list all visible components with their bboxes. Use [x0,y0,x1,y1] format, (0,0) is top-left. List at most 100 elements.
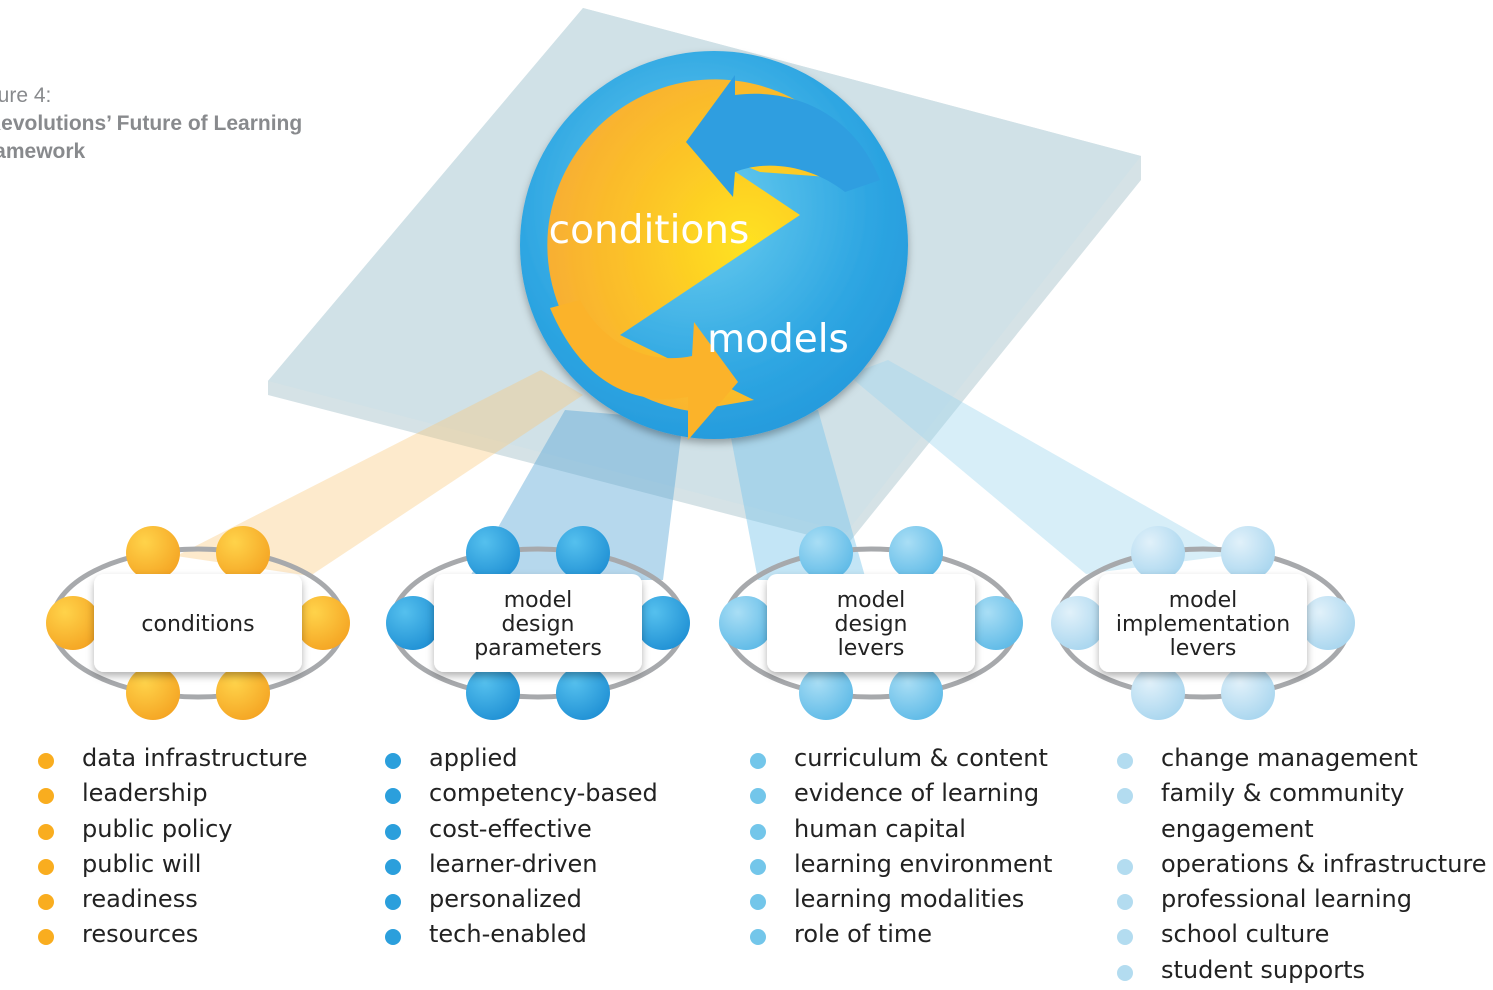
list-item-label: operations & infrastructure [1161,849,1487,878]
bullet-dot-icon [38,894,54,911]
group-node [296,596,350,650]
list-item: family & community engagement [1117,776,1487,847]
list-item-label: evidence of learning [794,779,1040,808]
bullet-dot-icon [385,894,401,911]
arrow-top-icon [686,75,880,197]
group-node [386,596,440,650]
bullet-dot-icon [750,823,766,840]
list-item-label: readiness [82,885,198,914]
group-node [556,526,610,580]
group-node [126,666,180,720]
bullet-dot-icon [1117,929,1133,946]
bullet-dot-icon [385,858,401,875]
group-node [1301,596,1355,650]
list-item: public will [38,847,308,882]
group-label-line: design [502,612,575,637]
list-item-label: competency-based [429,779,658,808]
list-item: leadership [38,776,308,811]
bullet-dot-icon [750,858,766,875]
list-item-label: curriculum & content [794,744,1048,772]
bullet-dot-icon [38,823,54,840]
group-node [1221,666,1275,720]
list-item: professional learning [1117,882,1487,917]
group-node [889,526,943,580]
list-item-label: family & community engagement [1161,779,1405,843]
bullet-dot-icon [1117,753,1133,769]
bullet-dot-icon [750,929,766,946]
list-item: readiness [38,882,308,917]
list-item: competency-based [385,776,658,811]
beam-conditions [176,370,583,576]
list-item: cost-effective [385,812,658,847]
list-item-label: learning modalities [794,885,1025,914]
group-node [889,666,943,720]
list-item-label: leadership [82,779,208,808]
list-item-label: cost-effective [429,814,592,843]
figure-caption: gure 4: Revolutions’ Future of Learning … [0,82,386,166]
list-item: evidence of learning [750,776,1052,811]
bullet-dot-icon [1117,858,1133,875]
group-node [636,596,690,650]
list-item-label: change management [1161,744,1418,772]
group-label-line: levers [1170,636,1237,661]
group-label-card [434,574,642,672]
bullet-dot-icon [750,894,766,911]
beam-design-parameters [468,410,683,580]
list-item-label: school culture [1161,920,1330,949]
design-parameters-list: applied competency-based cost-effective lea… [385,741,658,953]
list-item-label: tech-enabled [429,920,587,949]
design-levers-list: curriculum & content evidence of learning… [750,741,1052,953]
list-item: curriculum & content [750,741,1052,776]
figure-title-line-2: ramework [0,140,86,163]
group-node [1131,666,1185,720]
list-item: applied [385,741,658,776]
list-item-label: professional learning [1161,885,1412,914]
list-item-label: student supports [1161,955,1366,984]
list-item: learning environment [750,847,1052,882]
group-label-card [94,574,302,672]
bullet-dot-icon [1117,964,1133,981]
list-item: human capital [750,812,1052,847]
implementation-levers-list: change management family & community enga… [1117,741,1487,988]
group-node [719,596,773,650]
list-item-label: learner-driven [429,849,598,878]
group-label-line: design [835,612,908,637]
list-item: personalized [385,882,658,917]
category-groups: conditionsmodeldesignparametersmodeldesi… [46,526,1355,720]
bullet-dot-icon [385,753,401,769]
group-label-line: parameters [474,636,602,661]
group-node [466,526,520,580]
list-item-label: data infrastructure [82,744,308,772]
group-node [1051,596,1105,650]
group-label-line: model [504,588,573,613]
cycle-arrows [550,75,880,440]
group-label-card [767,574,975,672]
group-label-line: model [837,588,906,613]
bullet-dot-icon [750,788,766,805]
projection-beams [176,360,1232,580]
list-item: student supports [1117,953,1487,988]
figure-label: gure 4: [0,84,52,107]
list-item-label: personalized [429,885,582,914]
list-item: learning modalities [750,882,1052,917]
center-label-models: models [707,317,849,362]
group-node [46,596,100,650]
list-item: tech-enabled [385,917,658,952]
bullet-dot-icon [1117,788,1133,805]
list-item-label: applied [429,744,518,772]
group-node [1221,526,1275,580]
bullet-dot-icon [38,788,54,805]
bullet-dot-icon [38,929,54,946]
list-item: resources [38,917,308,952]
figure-title-line-1: Revolutions’ Future of Learning [0,112,303,135]
group-node [1131,526,1185,580]
list-item: role of time [750,917,1052,952]
bullet-dot-icon [385,788,401,805]
list-item-label: public policy [82,814,233,843]
group-node [556,666,610,720]
center-label-conditions: conditions [549,208,750,253]
list-item: learner-driven [385,847,658,882]
list-item: public policy [38,812,308,847]
group-node [216,666,270,720]
